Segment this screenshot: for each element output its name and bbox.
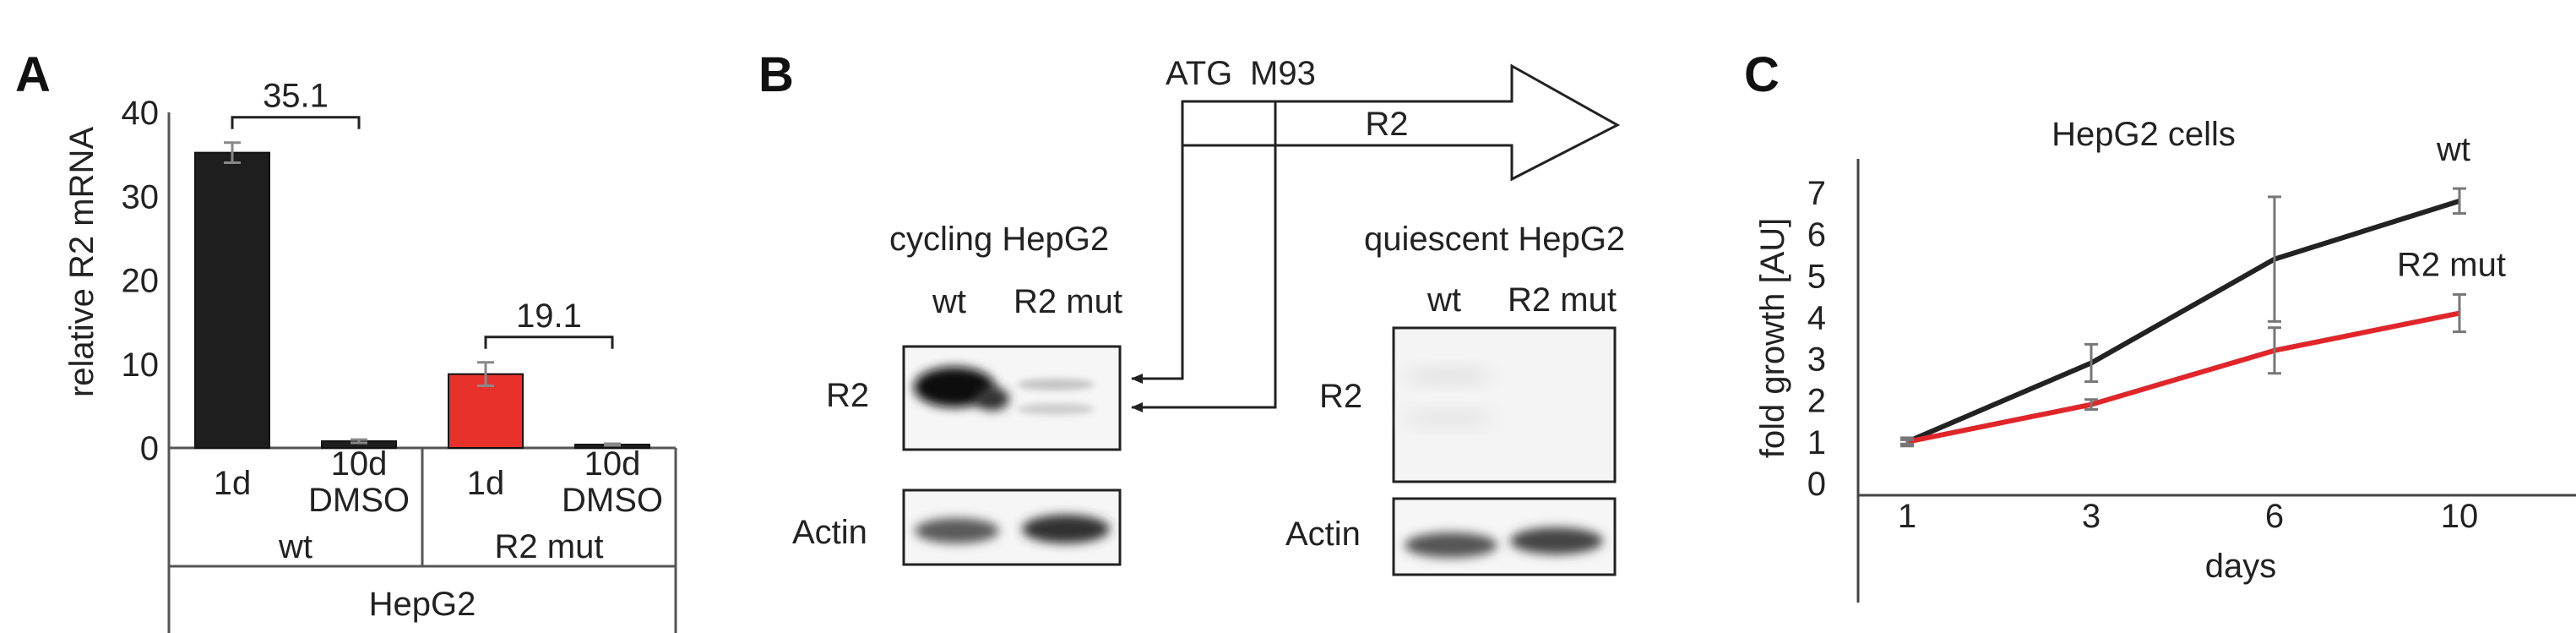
panel-a-y-tick-label: 10 (122, 347, 160, 384)
panel-a-x-tick-label: 10d (584, 445, 641, 483)
panel-a-annotation-label: 19.1 (516, 297, 582, 335)
panel-c-y-tick-label: 4 (1807, 299, 1826, 336)
panel-a-annotations: 35.1 19.1 (231, 78, 614, 349)
panel-c-series-line (1906, 310, 2460, 445)
panel-b: B ATG M93 R2 cycling HepG2 wt R2 mut R2 … (758, 47, 1625, 576)
panel-a-y-tick-label: 40 (122, 95, 160, 132)
panel-a-outer-label: HepG2 (369, 586, 476, 623)
panel-a-annotation-label: 35.1 (263, 78, 329, 115)
panel-a-group-label-wt: wt (278, 528, 312, 565)
panel-c-letter: C (1744, 47, 1780, 102)
panel-a-bracket (484, 336, 614, 349)
panel-a-letter: A (15, 47, 51, 102)
m93-pointer-arrow (1131, 145, 1277, 412)
quiescent-lane-wt: wt (1427, 281, 1461, 319)
panel-a-x-tick-label: DMSO (308, 482, 410, 519)
panel-c-y-tick-label: 3 (1807, 341, 1826, 379)
panel-a-y-tick-label: 20 (122, 263, 160, 300)
panel-a-y-tick-label: 0 (140, 430, 159, 467)
panel-c-y-ticks: 0 1 2 3 4 5 6 7 (1807, 175, 1826, 503)
panel-a-x-tick-label: 10d (331, 445, 388, 483)
panel-c-x-tick-label: 3 (2082, 498, 2100, 535)
panel-c-series-label-wt: wt (2436, 131, 2470, 168)
cycling-lane-r2mut: R2 mut (1014, 283, 1122, 320)
panel-a-x-tick-label: DMSO (562, 482, 663, 519)
panel-c-x-ticks: 1 3 6 10 (1898, 498, 2478, 535)
panel-a-group-label-r2mut: R2 mut (495, 528, 604, 565)
cycling-row-actin: Actin (792, 514, 867, 551)
panel-a-y-tick-label: 30 (122, 178, 160, 216)
gene-arrow (1181, 63, 1621, 182)
panel-c-y-tick-label: 7 (1807, 175, 1826, 212)
atg-pointer-arrow (1131, 145, 1184, 384)
panel-a-x-tick-label: 1d (467, 465, 505, 502)
panel-a-bars (194, 141, 650, 450)
cycling-actin-blot (902, 488, 1122, 566)
panel-c-series-line (1905, 198, 2460, 445)
diagram-m93-label: M93 (1250, 55, 1316, 92)
quiescent-actin-blot (1392, 497, 1617, 576)
diagram-atg-label: ATG (1166, 55, 1232, 92)
panel-c-y-tick-label: 5 (1807, 258, 1826, 295)
panel-c-y-axis-label: fold growth [AU] (1754, 218, 1791, 459)
panel-a-y-ticks: 0 10 20 30 40 (122, 95, 160, 467)
cycling-row-r2: R2 (826, 377, 869, 414)
panel-c-series: wt R2 mut (1900, 131, 2506, 448)
cycling-blot-title: cycling HepG2 (889, 221, 1109, 258)
panel-a-y-axis-label: relative R2 mRNA (63, 127, 101, 397)
panel-c: C HepG2 cells fold growth [AU] 01234567 … (1744, 47, 2576, 603)
panel-c-x-tick-label: 6 (2265, 498, 2284, 535)
panel-a-bracket (231, 116, 361, 129)
quiescent-row-r2: R2 (1319, 378, 1362, 415)
panel-c-x-tick-label: 1 (1898, 498, 1916, 535)
panel-c-y-tick-label: 1 (1807, 424, 1826, 461)
cycling-r2-blot (902, 345, 1122, 451)
panel-c-title: HepG2 cells (2052, 116, 2236, 153)
panel-c-y-tick-label: 2 (1807, 383, 1826, 420)
panel-c-series-label-r2mut: R2 mut (2397, 247, 2506, 284)
quiescent-r2-blot (1392, 326, 1617, 483)
cycling-lane-wt: wt (932, 283, 966, 320)
quiescent-blot-title: quiescent HepG2 (1364, 221, 1625, 258)
panel-a-bar (194, 151, 270, 449)
panel-c-y-tick-label: 0 (1807, 466, 1826, 503)
panel-c-x-axis-label: days (2205, 548, 2277, 585)
panel-b-letter: B (758, 47, 794, 102)
quiescent-row-actin: Actin (1285, 516, 1361, 553)
quiescent-lane-r2mut: R2 mut (1508, 281, 1617, 319)
panel-c-x-tick-label: 10 (2441, 498, 2479, 535)
panel-c-y-tick-label: 6 (1807, 216, 1826, 254)
panel-a-x-tick-label: 1d (214, 465, 252, 502)
diagram-gene-label: R2 (1365, 106, 1408, 143)
